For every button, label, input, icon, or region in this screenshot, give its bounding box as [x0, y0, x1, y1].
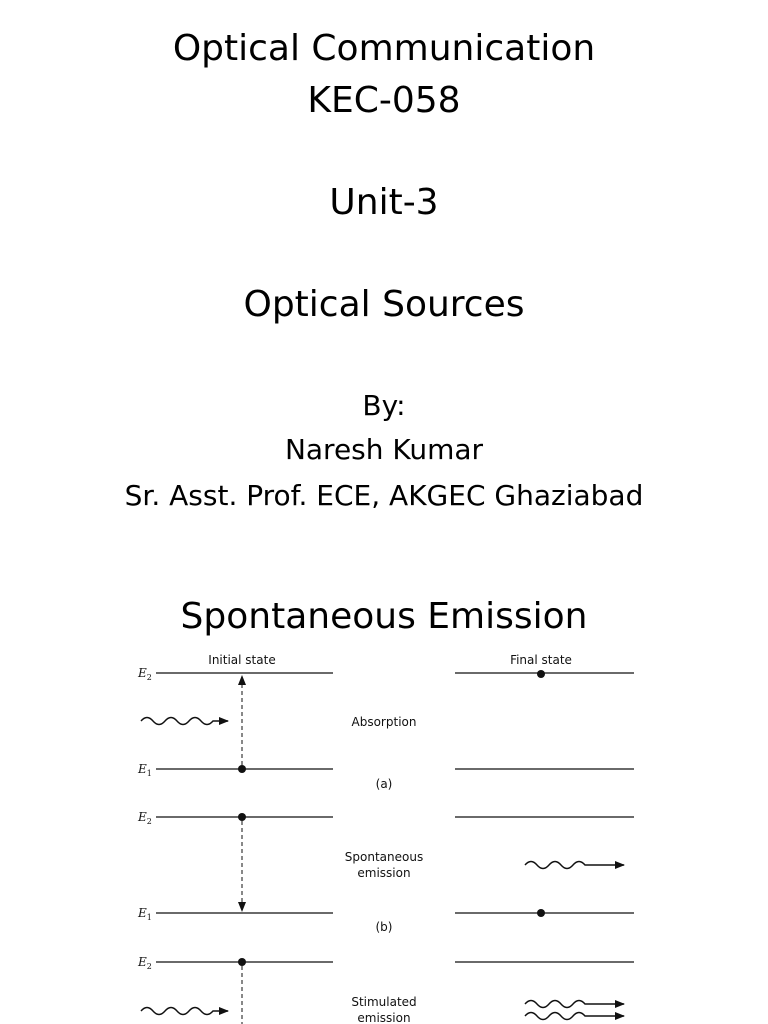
process-label-emission: emission — [357, 1011, 410, 1024]
author-name: Naresh Kumar — [284, 433, 484, 466]
electron-dot — [537, 909, 545, 917]
electron-dot — [238, 958, 246, 966]
stimulated-photon-icon — [524, 1011, 625, 1021]
slide-heading: Spontaneous Emission — [180, 596, 588, 637]
incoming-photon-icon — [140, 1006, 229, 1016]
level-e2-label: E2 — [137, 666, 152, 682]
level-e1-label: E1 — [137, 906, 152, 922]
level-e2-label: E2 — [137, 810, 152, 826]
unit-title: Unit-3 — [329, 182, 439, 223]
electron-dot — [238, 813, 246, 821]
process-label-emission: emission — [357, 866, 410, 880]
energy-level-diagram: Initial state Final state E2 E1 Absorpti… — [137, 653, 634, 1024]
author-affiliation: Sr. Asst. Prof. ECE, AKGEC Ghaziabad — [124, 479, 644, 512]
initial-state-label: Initial state — [208, 653, 275, 667]
process-label-spontaneous: Spontaneous — [345, 850, 423, 864]
final-state-label: Final state — [510, 653, 572, 667]
panel-absorption: E2 E1 Absorption (a) — [137, 666, 634, 791]
by-label: By: — [362, 389, 406, 422]
panel-caption-b: (b) — [376, 920, 393, 934]
level-e1-label: E1 — [137, 762, 152, 778]
course-title: Optical Communication — [172, 28, 596, 69]
process-label-absorption: Absorption — [352, 715, 417, 729]
process-label-stimulated: Stimulated — [351, 995, 416, 1009]
panel-spontaneous-emission: E2 E1 Spontaneous emission (b) — [137, 810, 634, 934]
course-code: KEC-058 — [307, 80, 461, 121]
panel-caption-a: (a) — [376, 777, 393, 791]
incoming-photon-icon — [140, 716, 229, 726]
stimulated-photon-icon — [524, 999, 625, 1009]
electron-dot — [537, 670, 545, 678]
level-e2-label: E2 — [137, 955, 152, 971]
electron-dot — [238, 765, 246, 773]
topic-title: Optical Sources — [243, 284, 525, 325]
emitted-photon-icon — [524, 860, 625, 870]
panel-stimulated-emission: E2 Stimulated emission — [137, 955, 634, 1024]
